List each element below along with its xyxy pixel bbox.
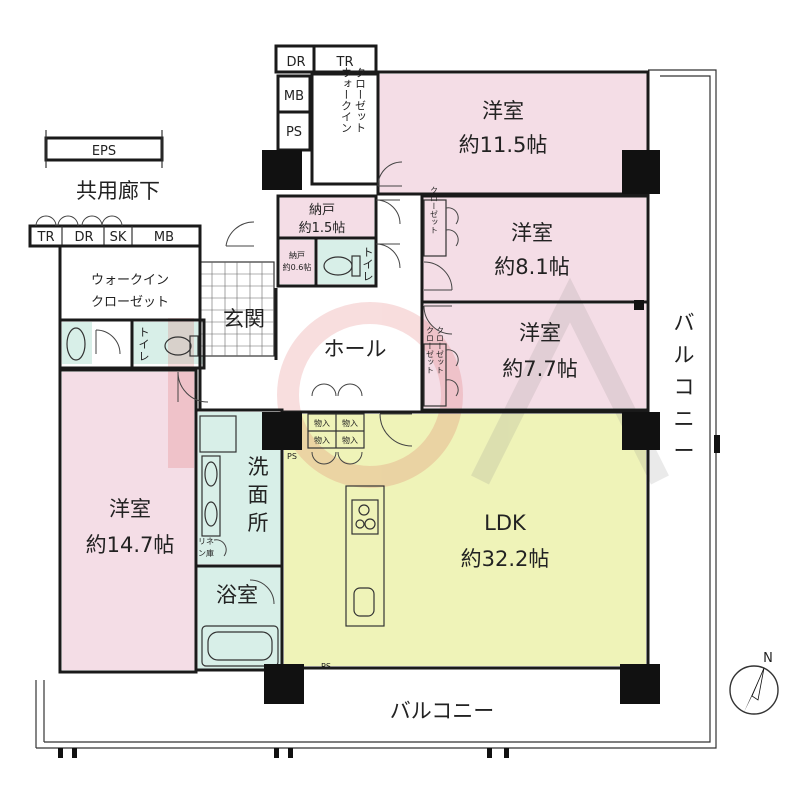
bedroom4-name: 洋室 <box>109 497 151 521</box>
tr-label-top: TR <box>336 55 354 70</box>
pillars <box>262 150 660 704</box>
nyu-1: 物入 <box>314 418 330 428</box>
balcony-right-label: バ <box>674 311 695 335</box>
labels: 洋室 約11.5帖 洋室 約8.1帖 洋室 約7.7帖 洋室 約14.7帖 LD… <box>37 55 695 723</box>
corridor-label: 共用廊下 <box>76 179 160 203</box>
washroom-label: 洗 <box>248 455 269 479</box>
wic-left-line1: ウォークイン <box>91 273 169 288</box>
ldk-area <box>284 414 646 666</box>
entrance-label: 玄関 <box>223 307 265 331</box>
closet-b3-label: クローゼット <box>426 326 435 374</box>
doors <box>35 161 459 605</box>
storage-large-name: 納戸 <box>309 203 335 218</box>
storage-small-area <box>280 240 314 284</box>
ldk-name: LDK <box>484 511 527 535</box>
bedroom4-area <box>62 372 196 670</box>
dr-label-left: DR <box>74 230 93 245</box>
wic-top-label-2: クローゼット <box>354 67 367 133</box>
entrance-tiles <box>199 261 275 357</box>
storage-small-name: 納戸 <box>289 250 305 260</box>
walls <box>28 44 650 674</box>
washroom-label-2: 面 <box>248 483 269 507</box>
bedroom2-size: 約8.1帖 <box>494 255 569 279</box>
balcony-bottom-label: バルコニー <box>390 699 495 723</box>
mb-label-top: MB <box>284 89 304 104</box>
closet-b2-label: クローゼット <box>430 186 439 234</box>
storage-large-area <box>280 197 374 237</box>
balcony-right-label-3: コ <box>674 375 695 399</box>
bathroom-label: 浴室 <box>216 583 258 607</box>
linen-label: リネ <box>198 537 214 546</box>
sk-label-left: SK <box>110 230 127 245</box>
hall-label: ホール <box>324 337 387 361</box>
toilet-left-label-2: イ <box>139 338 150 351</box>
ps-label-top: PS <box>286 125 302 140</box>
tr-label-left: TR <box>37 230 55 245</box>
bedroom1-size: 約11.5帖 <box>459 133 548 157</box>
toilet-left-area <box>132 322 204 364</box>
nyu-2: 物入 <box>342 418 358 428</box>
toilet-upper-label-2: イ <box>363 258 374 271</box>
closet-b3b-label: クローゼット <box>436 326 445 374</box>
wic-top-label: ウォークイン <box>340 67 353 133</box>
toilet-upper-label-3: レ <box>363 270 374 283</box>
bedroom1-name: 洋室 <box>482 99 524 123</box>
bedroom3-area <box>422 304 646 408</box>
toilet-upper-label: ト <box>363 246 374 259</box>
ldk-size: 約32.2帖 <box>461 547 550 571</box>
storage-small-size: 約0.6帖 <box>283 262 312 272</box>
north-label: N <box>763 651 773 666</box>
balcony-right-label-5: ー <box>674 439 695 463</box>
balcony-right-label-4: ニ <box>674 407 695 431</box>
bedroom1-area <box>378 74 648 194</box>
linen-label-2: ン庫 <box>198 548 214 558</box>
wic-left-line2: クローゼット <box>91 295 169 310</box>
mb-label-left: MB <box>154 230 174 245</box>
toilet-left-label: ト <box>139 326 150 339</box>
nyu-4: 物入 <box>342 435 358 445</box>
toilet-left-label-3: レ <box>139 350 150 363</box>
ps-label-bottom: PS <box>321 662 331 671</box>
balcony-outline <box>35 69 720 758</box>
north-compass: N <box>729 651 779 715</box>
washroom-label-3: 所 <box>248 511 269 535</box>
toilet-upper-area <box>318 240 376 284</box>
bedroom2-area <box>422 197 646 301</box>
bedroom2-name: 洋室 <box>511 221 553 245</box>
storage-large-size: 約1.5帖 <box>299 221 346 236</box>
bedroom4-size: 約14.7帖 <box>86 533 175 557</box>
balcony-right-label-2: ル <box>674 343 695 367</box>
bedroom3-name: 洋室 <box>519 321 561 345</box>
ps-label-ldk: PS <box>287 452 297 461</box>
dr-label-top: DR <box>286 55 305 70</box>
eps-label: EPS <box>92 144 116 159</box>
bedroom3-size: 約7.7帖 <box>502 357 577 381</box>
bathroom-area <box>198 566 282 670</box>
nyu-3: 物入 <box>314 435 330 445</box>
